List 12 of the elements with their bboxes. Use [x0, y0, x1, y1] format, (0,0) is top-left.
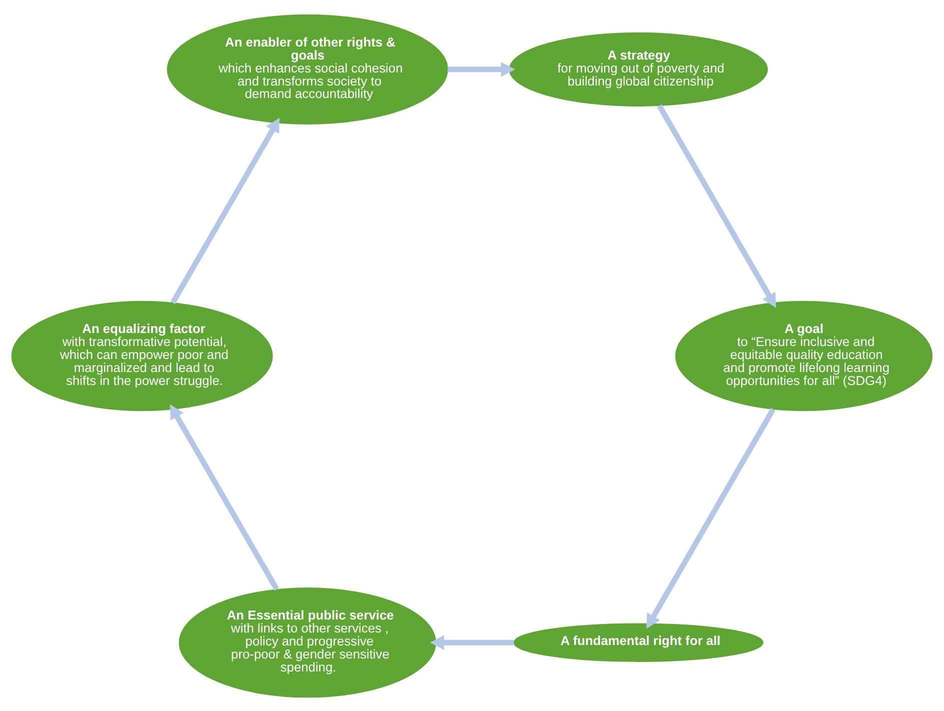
arrow [430, 634, 514, 650]
node-ellipse: A strategy for moving out of poverty and building global citizenship [508, 32, 768, 106]
node-ellipse: An enabler of other rights & goals which enhances social cohesion and transforms society to demand accountability [166, 14, 448, 124]
node-ellipse: A goal to “Ensure inclusive and equitable quality education and promote lifelong learning opportunities for all” (SDG4) [675, 300, 933, 411]
arrow [170, 117, 280, 304]
arrow [170, 404, 280, 590]
node-ellipse: An equalizing factor with transformative potential, which can empower poor and marginalized and lead to shifts in the power struggle. [11, 300, 273, 411]
arrow [656, 104, 776, 308]
arrow [646, 407, 776, 628]
node-ellipse: An Essential public service with links to other services , policy and progressive pro-poor & gender sensitive spending. [178, 586, 436, 698]
node-ellipse: A fundamental right for all [513, 622, 764, 662]
arrow [448, 61, 516, 76]
